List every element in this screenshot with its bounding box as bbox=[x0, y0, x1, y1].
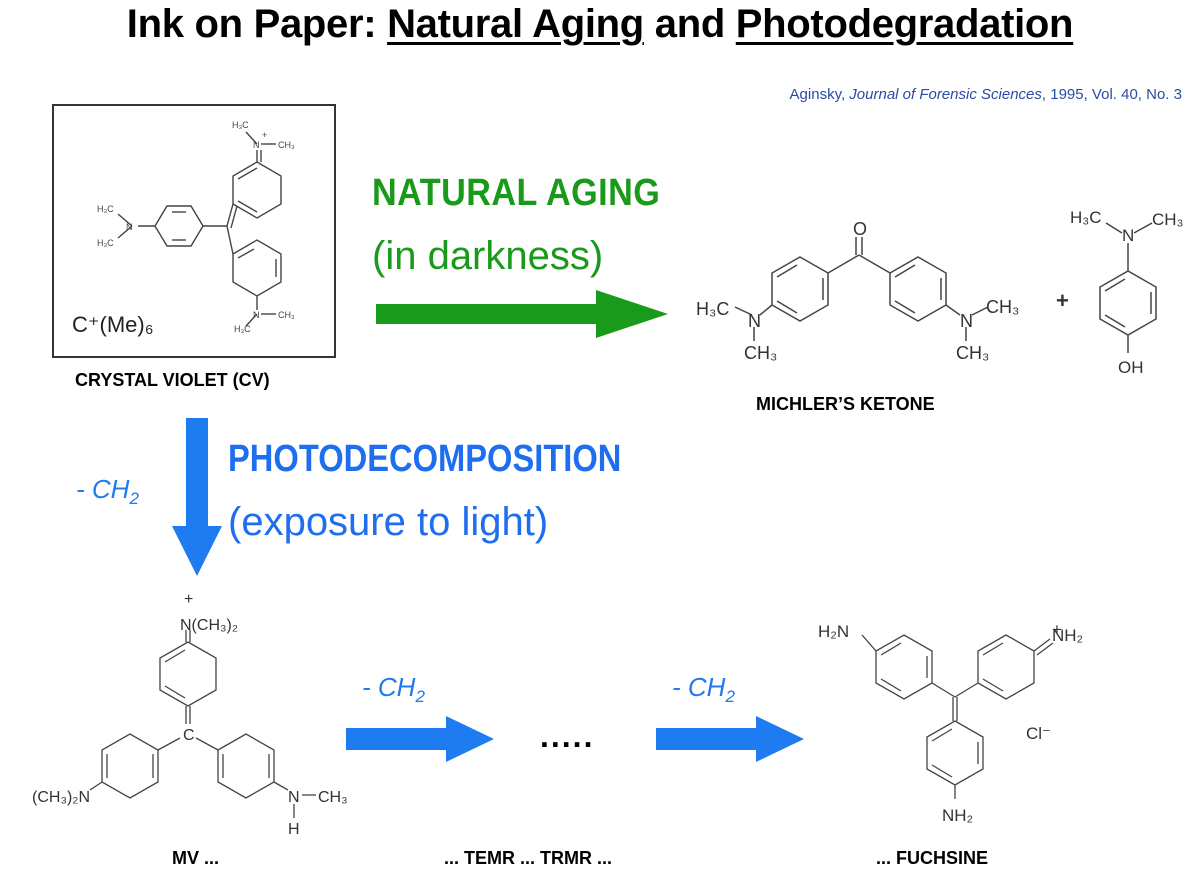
page-title: Ink on Paper: Natural Aging and Photodeg… bbox=[0, 2, 1200, 47]
minus-ch2-mid1: - CH2 bbox=[362, 672, 425, 707]
svg-text:H₂N: H₂N bbox=[818, 622, 849, 641]
svg-text:N: N bbox=[748, 311, 761, 331]
fuchsine-label: ... FUCHSINE bbox=[876, 848, 989, 868]
svg-text:CH₃: CH₃ bbox=[318, 789, 348, 806]
svg-text:N: N bbox=[253, 140, 260, 150]
minus-ch2-left: - CH2 bbox=[76, 474, 139, 509]
title-prefix: Ink on Paper: bbox=[126, 2, 388, 46]
crystal-violet-formula: C⁺(Me)₆ bbox=[72, 312, 154, 337]
svg-text:+: + bbox=[262, 130, 267, 140]
svg-text:NH₂: NH₂ bbox=[1052, 626, 1083, 645]
svg-text:N: N bbox=[960, 311, 973, 331]
svg-text:N: N bbox=[253, 310, 260, 320]
svg-text:NH₂: NH₂ bbox=[942, 806, 973, 825]
svg-text:H₃C: H₃C bbox=[696, 299, 729, 319]
citation-journal: Journal of Forensic Sciences bbox=[849, 86, 1042, 103]
crystal-violet-box bbox=[52, 104, 336, 358]
methyl-violet-structure: + N(CH₃)₂ C (CH₃)₂N N CH₃ H bbox=[32, 591, 348, 838]
svg-text:H₃C: H₃C bbox=[97, 204, 114, 214]
natural-aging-arrow bbox=[376, 290, 668, 338]
svg-text:N(CH₃)₂: N(CH₃)₂ bbox=[180, 617, 238, 634]
dimethylaminophenol-structure: N H₃C CH₃ OH bbox=[1070, 208, 1183, 377]
svg-text:+: + bbox=[184, 591, 193, 608]
photodecomposition-arrow bbox=[172, 418, 222, 576]
natural-aging-subtitle: (in darkness) bbox=[372, 234, 604, 278]
title-photodegradation: Photodegradation bbox=[735, 2, 1074, 46]
demethylation-arrow-2 bbox=[656, 716, 804, 762]
crystal-violet-label: CRYSTAL VIOLET (CV) bbox=[75, 370, 270, 390]
svg-text:(CH₃)₂N: (CH₃)₂N bbox=[32, 789, 90, 806]
svg-text:OH: OH bbox=[1118, 358, 1144, 377]
svg-text:H₃C: H₃C bbox=[1070, 208, 1101, 227]
natural-aging-title: NATURAL AGING bbox=[372, 172, 661, 214]
svg-text:H: H bbox=[288, 821, 300, 838]
svg-text:H₃C: H₃C bbox=[97, 238, 114, 248]
svg-text:CH₃: CH₃ bbox=[744, 343, 777, 363]
svg-text:CH₃: CH₃ bbox=[986, 297, 1019, 317]
plus-sign: + bbox=[1056, 288, 1069, 313]
title-and: and bbox=[643, 2, 736, 46]
michlers-ketone-label: MICHLER’S KETONE bbox=[756, 394, 935, 414]
svg-text:C: C bbox=[183, 727, 195, 744]
citation: Aginsky, Journal of Forensic Sciences, 1… bbox=[790, 86, 1182, 103]
svg-text:Cl⁻: Cl⁻ bbox=[1026, 724, 1051, 743]
svg-text:N: N bbox=[1122, 226, 1134, 245]
svg-text:O: O bbox=[853, 219, 867, 239]
intermediates-label: ... TEMR ... TRMR ... bbox=[444, 848, 612, 868]
svg-text:CH₃: CH₃ bbox=[278, 140, 295, 150]
svg-text:CH₃: CH₃ bbox=[1152, 210, 1183, 229]
photodecomposition-title: PHOTODECOMPOSITION bbox=[228, 438, 622, 480]
mv-label: MV ... bbox=[172, 848, 220, 868]
svg-text:H₃C: H₃C bbox=[232, 120, 249, 130]
svg-text:N: N bbox=[288, 789, 300, 806]
title-natural-aging: Natural Aging bbox=[387, 2, 644, 46]
svg-text:+: + bbox=[1052, 620, 1062, 639]
demethylation-arrow-1 bbox=[346, 716, 494, 762]
citation-author: Aginsky, bbox=[789, 86, 850, 103]
svg-text:H₃C: H₃C bbox=[234, 324, 251, 334]
minus-ch2-mid2: - CH2 bbox=[672, 672, 735, 707]
photodecomposition-subtitle: (exposure to light) bbox=[228, 500, 549, 544]
fuchsine-structure: H₂N + NH₂ Cl⁻ NH₂ bbox=[818, 620, 1083, 825]
svg-text:CH₃: CH₃ bbox=[278, 310, 295, 320]
citation-details: , 1995, Vol. 40, No. 3 bbox=[1041, 86, 1182, 103]
svg-text:CH₃: CH₃ bbox=[956, 343, 989, 363]
svg-text:N: N bbox=[126, 222, 133, 232]
michlers-ketone-structure: O N H₃C CH₃ N CH₃ CH₃ bbox=[696, 219, 1019, 363]
ellipsis-dots: ..... bbox=[540, 718, 595, 754]
